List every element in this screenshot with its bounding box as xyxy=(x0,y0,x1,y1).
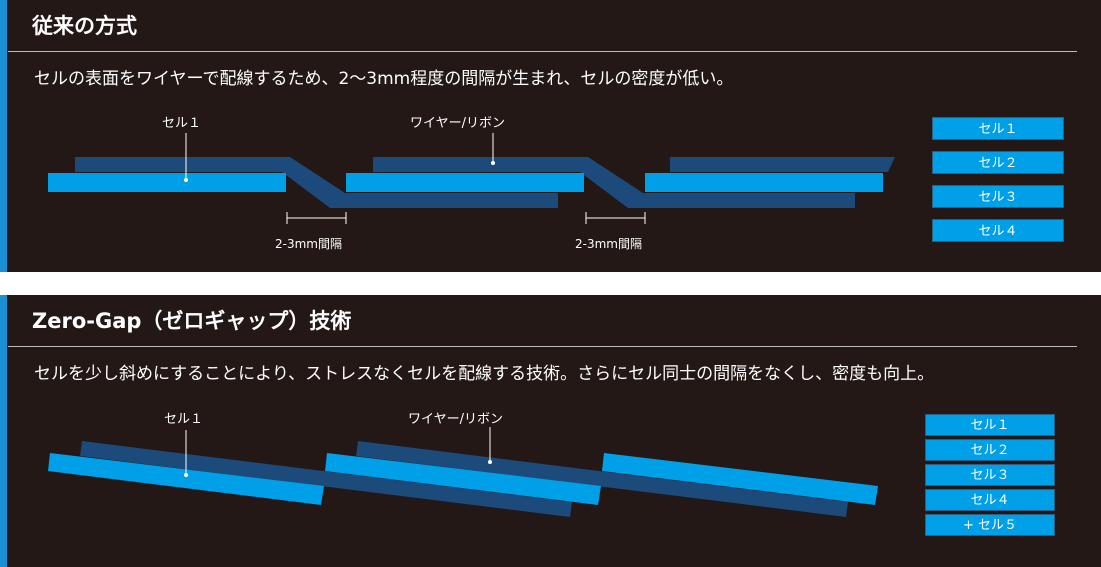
legend-cell-3: セル３ xyxy=(925,464,1055,486)
conventional-diagram xyxy=(48,133,895,224)
conventional-panel: 従来の方式 セルの表面をワイヤーで配線するため、2〜3mm程度の間隔が生まれ、セ… xyxy=(0,0,1101,272)
accent-bar xyxy=(0,0,7,272)
cell-3 xyxy=(645,173,883,192)
panel-description: セルを少し斜めにすることにより、ストレスなくセルを配線する技術。さらにセル同士の… xyxy=(34,364,935,384)
wire-2 xyxy=(373,157,855,208)
legend-cell-3: セル３ xyxy=(932,185,1064,208)
gap-label: 2-3mm間隔 xyxy=(575,237,642,251)
wire-1 xyxy=(80,441,572,517)
panel-description: セルの表面をワイヤーで配線するため、2〜3mm程度の間隔が生まれ、セルの密度が低… xyxy=(34,69,734,89)
wire-1 xyxy=(75,157,558,208)
legend-cell-5: + セル５ xyxy=(925,514,1055,536)
panel-title: Zero-Gap（ゼロギャップ）技術 xyxy=(32,309,352,333)
legend-cell-1: セル１ xyxy=(925,414,1055,436)
wire-label: ワイヤー/リボン xyxy=(408,412,503,427)
legend-cell-4: セル４ xyxy=(925,489,1055,511)
wire-2 xyxy=(356,441,848,517)
legend-cell-2: セル２ xyxy=(925,439,1055,461)
divider xyxy=(8,51,1077,52)
cell-label: セル１ xyxy=(162,116,202,131)
wire-label: ワイヤー/リボン xyxy=(410,116,505,131)
cell-2 xyxy=(325,453,601,505)
accent-bar xyxy=(0,295,7,567)
cell-3 xyxy=(602,453,878,505)
cell-1 xyxy=(48,453,324,505)
cell-label: セル１ xyxy=(164,412,204,427)
gap-label: 2-3mm間隔 xyxy=(275,237,342,251)
divider xyxy=(8,346,1077,347)
panel-title: 従来の方式 xyxy=(32,14,137,38)
legend-cell-1: セル１ xyxy=(932,117,1064,140)
legend-cell-4: セル４ xyxy=(932,219,1064,242)
cell-2 xyxy=(346,173,584,192)
wire-3 xyxy=(670,157,895,172)
zero-gap-diagram xyxy=(48,427,878,517)
zero-gap-panel: Zero-Gap（ゼロギャップ）技術 セルを少し斜めにすることにより、ストレスな… xyxy=(0,295,1101,567)
cell-1 xyxy=(48,173,286,192)
legend-cell-2: セル２ xyxy=(932,151,1064,174)
